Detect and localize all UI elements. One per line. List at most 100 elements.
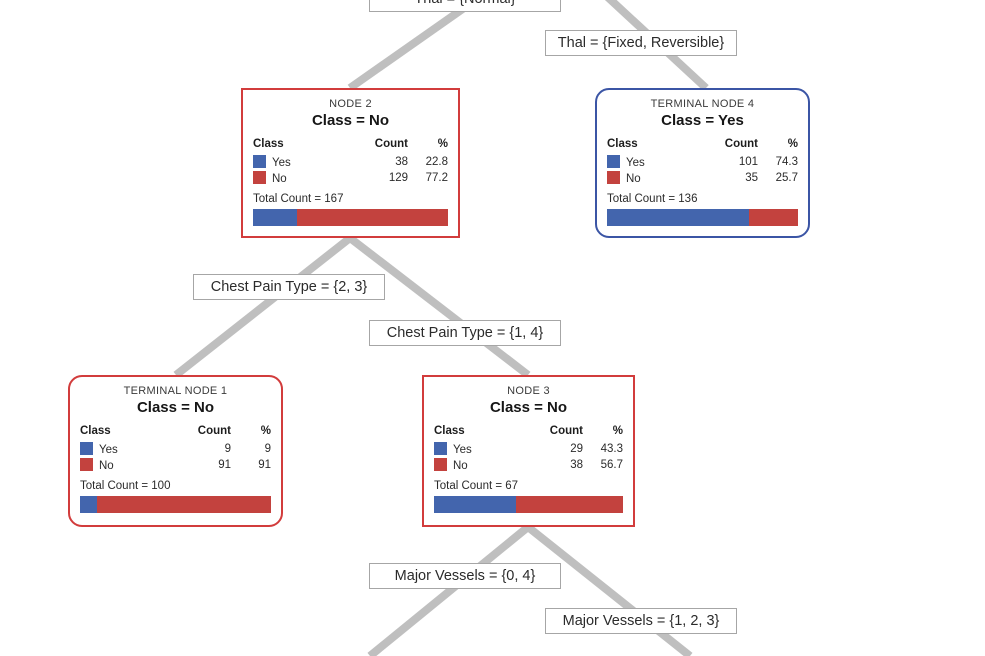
edge-label-vessels-1-2-3: Major Vessels = {1, 2, 3} xyxy=(545,608,737,634)
ratio-bar-segment-no xyxy=(97,496,271,513)
row-percent-cell: 77.2 xyxy=(425,172,448,184)
table-header-row: Class Count% xyxy=(80,425,271,441)
edge-label-cpt-2-3: Chest Pain Type = {2, 3} xyxy=(193,274,385,300)
color-swatch-icon xyxy=(80,458,93,471)
color-swatch-icon xyxy=(253,171,266,184)
total-count-label: Total Count = 167 xyxy=(253,193,344,205)
ratio-bar-segment-yes xyxy=(253,209,298,226)
row-class-cell: No xyxy=(434,457,513,473)
edge-label-thal-normal: Thal = {Normal} xyxy=(369,0,561,12)
row-count-cell: 38 xyxy=(570,459,583,471)
column-header-class: Class xyxy=(253,138,284,150)
row-class-cell: Yes xyxy=(434,441,513,457)
table-row: No 129 77.2 xyxy=(253,170,448,186)
node-predicted-class: Class = No xyxy=(489,399,568,416)
row-class-cell: No xyxy=(80,457,160,473)
color-swatch-icon xyxy=(253,155,266,168)
ratio-bar-segment-yes xyxy=(434,496,516,513)
row-count-cell: 101 xyxy=(738,156,758,168)
color-swatch-icon xyxy=(607,155,620,168)
edge-label-thal-fixed-rev: Thal = {Fixed, Reversible} xyxy=(545,30,737,56)
class-ratio-bar xyxy=(434,496,623,513)
ratio-bar-segment-yes xyxy=(607,209,749,226)
ratio-bar-segment-no xyxy=(748,209,798,226)
column-header-count: Count xyxy=(724,138,758,150)
node-title: NODE 2 xyxy=(329,98,372,110)
tree-connector xyxy=(347,4,467,92)
column-header-count: Count xyxy=(197,425,231,437)
ratio-bar-segment-no xyxy=(515,496,623,513)
table-row: Yes 38 22.8 xyxy=(253,154,448,170)
table-header-row: Class Count% xyxy=(253,138,448,154)
node-predicted-class: Class = Yes xyxy=(661,112,744,129)
row-class-label: No xyxy=(99,460,114,472)
row-count-cell: 91 xyxy=(218,459,231,471)
node-title: TERMINAL NODE 4 xyxy=(650,98,755,110)
total-count-label: Total Count = 100 xyxy=(80,480,171,492)
class-ratio-bar xyxy=(607,209,798,226)
table-row: No 91 91 xyxy=(80,457,271,473)
row-class-label: Yes xyxy=(99,444,118,456)
row-class-cell: Yes xyxy=(80,441,160,457)
tree-connector xyxy=(347,234,531,379)
color-swatch-icon xyxy=(80,442,93,455)
table-row: Yes 29 43.3 xyxy=(434,441,623,457)
row-percent-cell: 56.7 xyxy=(600,459,623,471)
node-predicted-class: Class = No xyxy=(136,399,215,416)
row-count-cell: 29 xyxy=(570,443,583,455)
color-swatch-icon xyxy=(607,171,620,184)
class-ratio-bar xyxy=(253,209,448,226)
row-class-label: No xyxy=(453,460,468,472)
color-swatch-icon xyxy=(434,458,447,471)
node-title: NODE 3 xyxy=(507,385,550,397)
row-class-label: Yes xyxy=(272,157,291,169)
row-class-cell: Yes xyxy=(607,154,687,170)
row-class-cell: No xyxy=(253,170,335,186)
class-ratio-bar xyxy=(80,496,271,513)
color-swatch-icon xyxy=(434,442,447,455)
table-header-row: Class Count% xyxy=(607,138,798,154)
column-header-count: Count xyxy=(374,138,408,150)
tree-connector xyxy=(173,234,353,379)
row-count-cell: 35 xyxy=(745,172,758,184)
ratio-bar-segment-no xyxy=(297,209,448,226)
edge-label-vessels-0-4: Major Vessels = {0, 4} xyxy=(369,563,561,589)
table-row: No 35 25.7 xyxy=(607,170,798,186)
column-header-class: Class xyxy=(607,138,638,150)
ratio-bar-segment-yes xyxy=(80,496,98,513)
tree-connector xyxy=(367,523,531,656)
node-predicted-class: Class = No xyxy=(311,112,390,129)
row-class-cell: No xyxy=(607,170,687,186)
column-header-percent: % xyxy=(787,138,798,150)
tree-connector xyxy=(525,523,693,656)
row-class-label: No xyxy=(626,173,641,185)
node-title: TERMINAL NODE 1 xyxy=(123,385,228,397)
row-percent-cell: 91 xyxy=(258,459,271,471)
column-header-count: Count xyxy=(549,425,583,437)
column-header-class: Class xyxy=(434,425,465,437)
column-header-percent: % xyxy=(437,138,448,150)
row-class-label: Yes xyxy=(453,444,472,456)
column-header-class: Class xyxy=(80,425,111,437)
total-count-label: Total Count = 136 xyxy=(607,193,698,205)
row-count-cell: 38 xyxy=(395,156,408,168)
column-header-percent: % xyxy=(260,425,271,437)
edge-label-cpt-1-4: Chest Pain Type = {1, 4} xyxy=(369,320,561,346)
row-percent-cell: 43.3 xyxy=(600,443,623,455)
row-class-label: No xyxy=(272,173,287,185)
row-percent-cell: 22.8 xyxy=(425,156,448,168)
row-percent-cell: 25.7 xyxy=(775,172,798,184)
total-count-label: Total Count = 67 xyxy=(434,480,519,492)
row-class-cell: Yes xyxy=(253,154,335,170)
column-header-percent: % xyxy=(612,425,623,437)
row-count-cell: 129 xyxy=(388,172,408,184)
